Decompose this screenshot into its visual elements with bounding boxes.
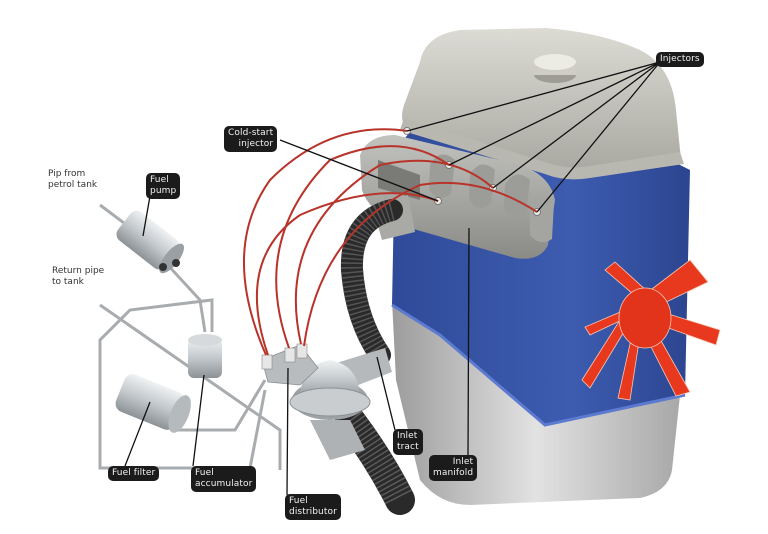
sump [392,300,680,505]
label-cold-start-injector: Cold-start injector [224,126,278,152]
fuel-accumulator [188,334,222,378]
oil-filler-cap [534,54,576,83]
leader-lines [124,61,661,496]
engine-cover [402,28,681,174]
fuel-filter [115,374,191,433]
fuel-pump [116,210,185,274]
label-fuel-filter: Fuel filter [108,466,160,481]
fuel-distributor [261,343,392,460]
label-return-pipe: Return pipe to tank [52,266,105,287]
label-fuel-accumulator: Fuel accumulator [191,466,257,492]
label-injectors: Injectors [656,52,704,67]
cooling-fan [581,259,721,401]
label-pipe-from-tank: Pip from petrol tank [48,169,98,190]
inlet-tract-hose [335,199,415,515]
label-fuel-pump: Fuel pump [146,173,181,199]
label-inlet-tract: Inlet tract [393,429,423,455]
label-inlet-manifold: Inlet manifold [429,455,478,481]
label-fuel-distributor: Fuel distributor [285,494,341,520]
engine [360,28,690,505]
